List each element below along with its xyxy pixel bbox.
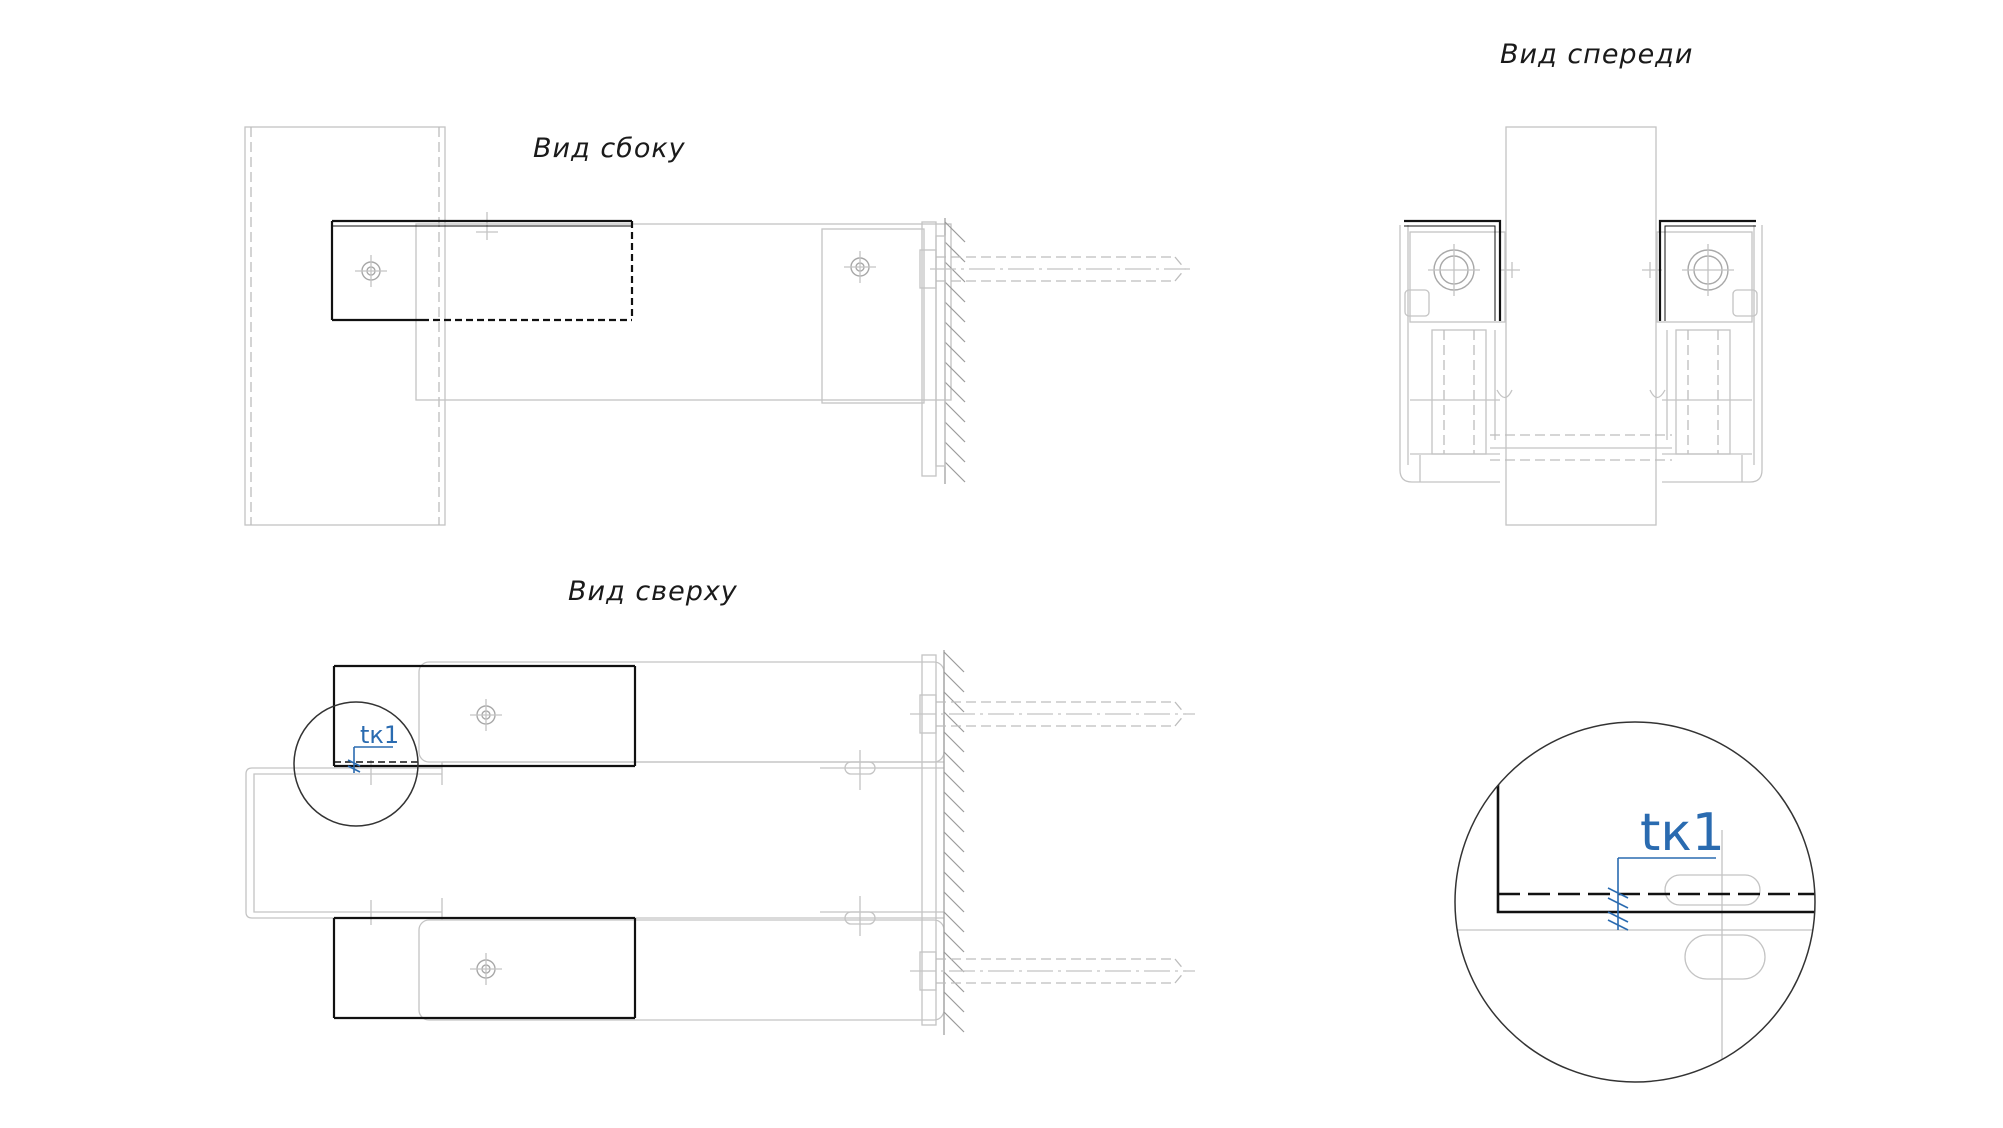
- front-bracket-left: [1399, 225, 1520, 483]
- side-bracket-body: [415, 223, 952, 401]
- weld-label-large: tк1: [1640, 803, 1725, 863]
- top-anchor-bolt-lower: [910, 951, 1195, 991]
- side-plate: [330, 219, 634, 322]
- top-member-lower: [418, 919, 945, 1021]
- top-view: tк1: [245, 650, 1195, 1035]
- front-view-title: Вид спереди: [1500, 39, 1693, 70]
- side-view-title: Вид сбоку: [533, 133, 686, 164]
- front-view: [1399, 126, 1763, 526]
- side-bolt-right: [844, 251, 876, 283]
- side-column: [244, 126, 446, 526]
- top-wall-hatching: [943, 651, 965, 1033]
- side-bolt-left: [355, 255, 387, 287]
- weld-callout-small: tк1: [347, 721, 399, 773]
- enlarged-detail: tк1: [1454, 721, 1816, 1083]
- side-wall-hatching: [944, 221, 966, 483]
- top-bolt-lower: [470, 953, 502, 985]
- top-view-title: Вид сверху: [568, 576, 738, 607]
- weld-label-small: tк1: [360, 721, 399, 749]
- top-anchor-bolt-upper: [910, 694, 1195, 734]
- detail-circle-small: [293, 701, 419, 827]
- side-anchor-bolt: [919, 249, 1195, 289]
- front-bracket-right: [1642, 225, 1763, 483]
- top-channel: [245, 767, 442, 919]
- side-end-plate: [821, 228, 925, 404]
- top-plate-upper: [332, 664, 637, 768]
- detail-circle-large: [1454, 721, 1816, 1083]
- front-column: [1505, 126, 1657, 526]
- front-angle-right: [1658, 219, 1756, 321]
- top-bolt-upper: [470, 699, 502, 731]
- top-member-upper: [418, 661, 945, 763]
- top-slot-marks: [370, 750, 876, 936]
- top-plate-lower: [332, 916, 637, 1020]
- front-angle-left: [1404, 219, 1502, 321]
- side-view: [244, 126, 1195, 526]
